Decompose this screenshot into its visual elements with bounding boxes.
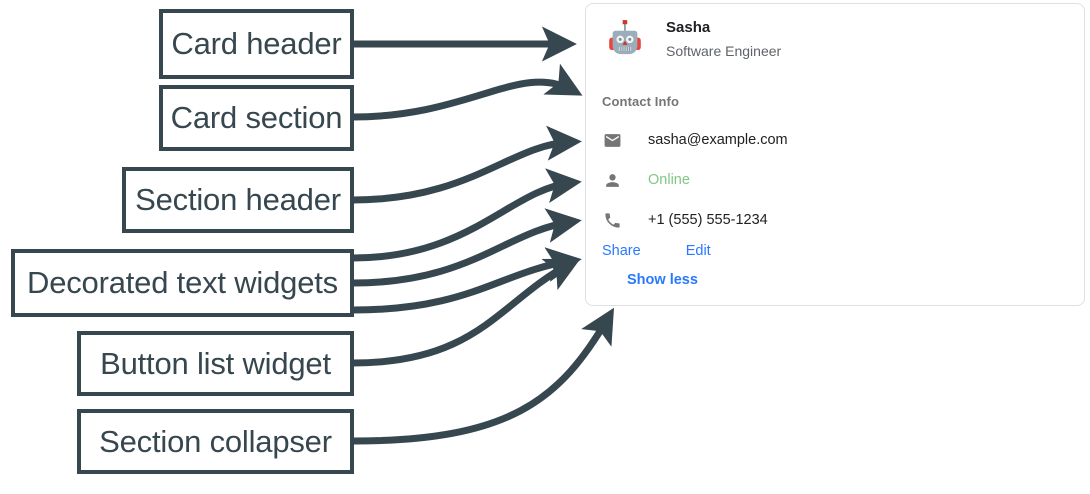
- card-header-text: Sasha Software Engineer: [666, 18, 781, 61]
- edit-button[interactable]: Edit: [685, 243, 711, 259]
- card-title: Sasha: [666, 18, 711, 36]
- section-collapser-button[interactable]: Show less: [627, 272, 698, 288]
- arrow-section-header: [352, 125, 582, 204]
- contact-card: Sasha Software Engineer Contact Info sas…: [585, 3, 1085, 306]
- annotation-label: Card header: [171, 26, 342, 61]
- annotation-section-header: Section header: [122, 167, 354, 233]
- decorated-text-widget-phone[interactable]: +1 (555) 555-1234: [602, 203, 1068, 237]
- decorated-text-widget-status[interactable]: Online: [602, 163, 1068, 197]
- arrow-decorated-text-1: [352, 168, 582, 262]
- annotation-label: Decorated text widgets: [27, 265, 338, 300]
- annotation-label: Card section: [170, 100, 343, 135]
- annotation-section-collapser: Section collapser: [77, 409, 354, 474]
- share-button[interactable]: Share: [602, 243, 641, 259]
- annotation-decorated-text-widgets: Decorated text widgets: [11, 249, 354, 317]
- arrow-decorated-text-3: [352, 247, 582, 314]
- annotation-card-header: Card header: [159, 9, 354, 79]
- arrow-decorated-text-2: [352, 208, 582, 287]
- arrow-button-list: [352, 258, 581, 367]
- robot-avatar-icon: [602, 16, 648, 62]
- annotation-card-section: Card section: [159, 85, 354, 151]
- status-value: Online: [648, 172, 690, 188]
- button-list-widget: Share Edit: [602, 243, 1068, 259]
- card-section: Contact Info sasha@example.com Online: [586, 76, 1084, 305]
- annotation-label: Section header: [135, 182, 341, 217]
- phone-value: +1 (555) 555-1234: [648, 212, 768, 228]
- annotation-label: Section collapser: [99, 423, 332, 459]
- arrow-section-collapser: [352, 307, 615, 445]
- annotation-label: Button list widget: [100, 345, 331, 381]
- card-header: Sasha Software Engineer: [586, 4, 1084, 76]
- annotation-button-list-widget: Button list widget: [77, 331, 354, 396]
- section-header: Contact Info: [602, 94, 680, 109]
- phone-icon: [602, 210, 622, 230]
- decorated-text-widget-email[interactable]: sasha@example.com: [602, 123, 1068, 157]
- arrow-card-section: [352, 63, 583, 121]
- card-subtitle: Software Engineer: [666, 42, 782, 59]
- email-icon: [602, 130, 622, 150]
- email-value: sasha@example.com: [648, 132, 788, 148]
- person-icon: [602, 170, 622, 190]
